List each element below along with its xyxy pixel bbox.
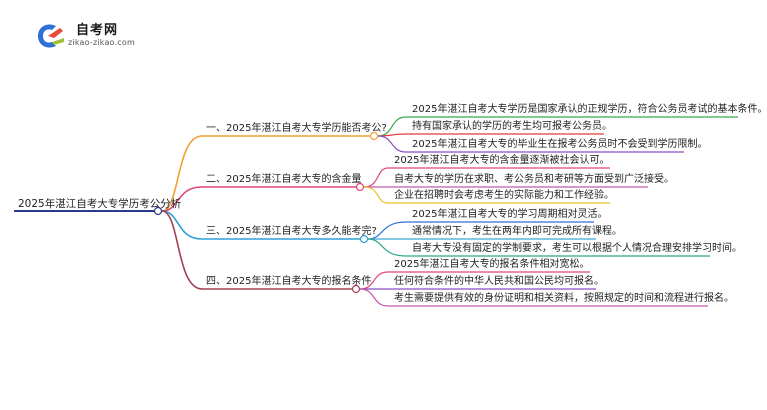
branch-node: 四、2025年湛江自考大专的报名条件 bbox=[206, 276, 372, 287]
branch-connector bbox=[161, 135, 203, 212]
branch-collapse-toggle[interactable] bbox=[369, 131, 379, 141]
branch-connector bbox=[161, 210, 203, 240]
root-collapse-toggle[interactable] bbox=[153, 206, 163, 216]
leaf-node: 2025年湛江自考大专的毕业生在报考公务员时不会受到学历限制。 bbox=[412, 139, 708, 150]
leaf-node: 持有国家承认的学历的考生均可报考公务员。 bbox=[412, 121, 612, 132]
branch-collapse-toggle[interactable] bbox=[351, 284, 361, 294]
site-logo: 自考网 zikao-zikao.com bbox=[30, 18, 150, 54]
leaf-node: 2025年湛江自考大专的报名条件相对宽松。 bbox=[394, 259, 590, 270]
branch-node: 一、2025年湛江自考大专学历能否考公? bbox=[206, 123, 387, 134]
leaf-node: 自考大专的学历在求职、考公务员和考研等方面受到广泛接受。 bbox=[394, 174, 674, 185]
branch-collapse-toggle[interactable] bbox=[355, 182, 365, 192]
branch-node: 三、2025年湛江自考大专多久能考完? bbox=[206, 226, 377, 237]
branch-node: 二、2025年湛江自考大专的含金量 bbox=[206, 174, 362, 185]
mindmap-canvas bbox=[14, 116, 738, 307]
leaf-connector bbox=[363, 186, 389, 204]
leaf-connector bbox=[377, 135, 407, 153]
leaf-connector bbox=[363, 167, 389, 188]
leaf-connector bbox=[359, 288, 389, 307]
branch-collapse-toggle[interactable] bbox=[359, 234, 369, 244]
leaf-node: 通常情况下，考生在两年内即可完成所有课程。 bbox=[412, 226, 622, 237]
leaf-node: 自考大专没有固定的学制要求，考生可以根据个人情况合理安排学习时间。 bbox=[412, 243, 742, 254]
leaf-node: 2025年湛江自考大专学历是国家承认的正规学历，符合公务员考试的基本条件。 bbox=[412, 104, 767, 115]
branch-connector bbox=[161, 186, 203, 212]
leaf-connector bbox=[367, 238, 407, 257]
leaf-node: 企业在招聘时会考虑考生的实际能力和工作经验。 bbox=[394, 190, 614, 201]
leaf-node: 2025年湛江自考大专的含金量逐渐被社会认可。 bbox=[394, 155, 610, 166]
leaf-node: 考生需要提供有效的身份证明和相关资料，按照规定的时间和流程进行报名。 bbox=[394, 293, 734, 304]
branch-connector bbox=[161, 210, 203, 290]
root-node: 2025年湛江自考大专学历考公分析 bbox=[18, 198, 182, 210]
logo-title: 自考网 bbox=[76, 23, 119, 38]
leaf-node: 2025年湛江自考大专的学习周期相对灵活。 bbox=[412, 209, 608, 220]
logo-url: zikao-zikao.com bbox=[68, 38, 135, 47]
logo-icon bbox=[38, 24, 64, 48]
leaf-node: 任何符合条件的中华人民共和国公民均可报名。 bbox=[394, 276, 604, 287]
